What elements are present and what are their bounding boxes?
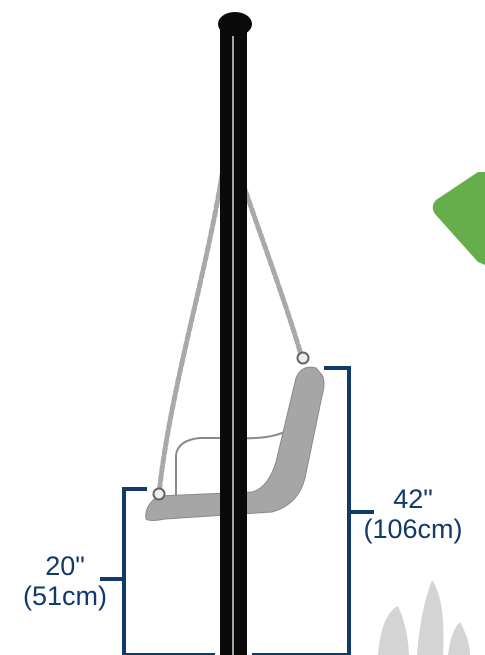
seat-height-label: 20" (51cm) [14,551,116,611]
right-chain [237,172,305,361]
swing-post-icon [218,12,252,655]
seat-height-centimeters: (51cm) [22,581,107,611]
seat-back-loop [175,429,289,498]
seat-height-inches: 20" [45,551,85,581]
left-chain [156,172,225,497]
chain-icon [156,172,305,497]
gray-figure-shape [378,580,470,655]
bolt-icons [152,351,310,501]
back-height-inches: 42" [393,484,433,514]
back-height-label: 42" (106cm) [352,484,474,544]
dimension-lines [100,366,374,655]
back-height-centimeters: (106cm) [363,514,463,544]
green-leaf-shape [432,172,485,265]
